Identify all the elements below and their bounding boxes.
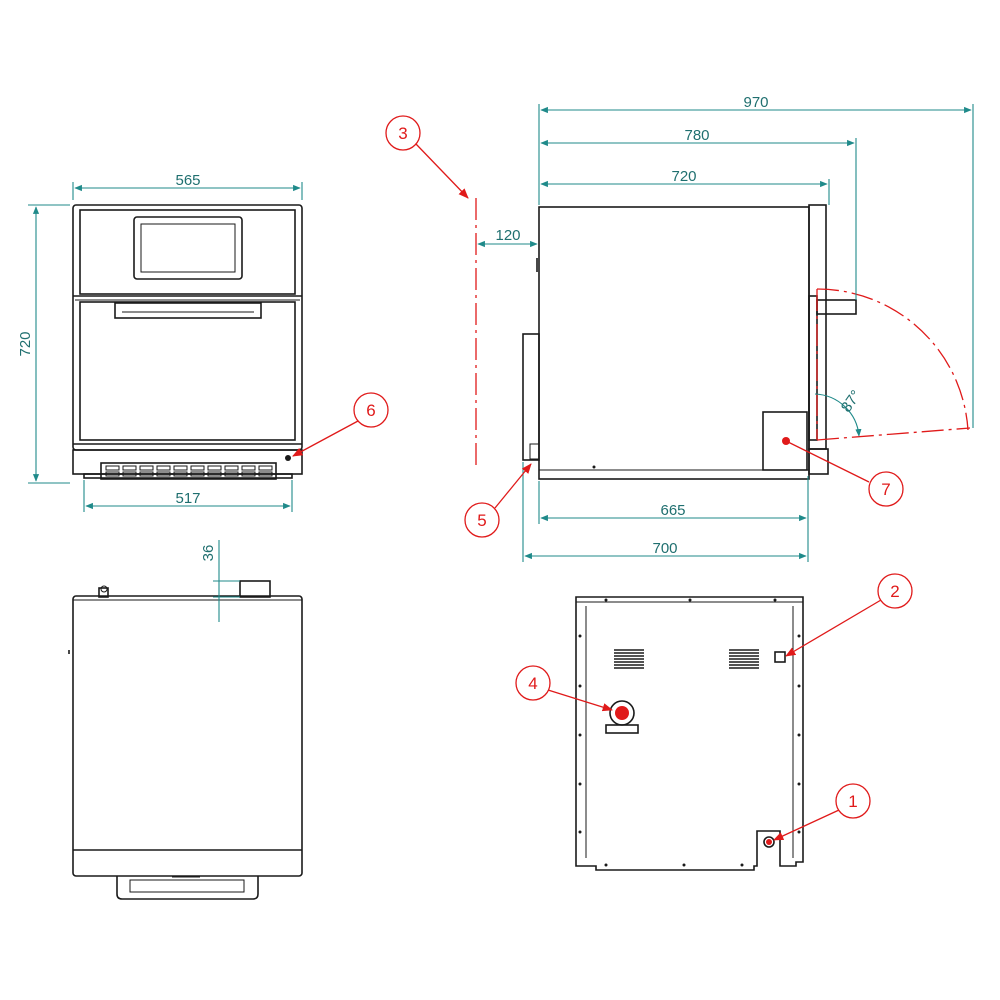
back-view [575, 596, 804, 871]
top-offset-label: 36 [200, 545, 217, 562]
side-720-label: 720 [671, 168, 696, 185]
front-height-label: 720 [17, 331, 34, 356]
front-base-dimension: 517 [83, 480, 293, 512]
callout-4: 4 [515, 665, 613, 712]
side-clearance-label: 120 [495, 227, 520, 244]
side-780-dimension: 780 [540, 127, 857, 300]
front-indicator-dot [285, 455, 291, 461]
svg-text:7: 7 [881, 480, 890, 499]
side-665-dimension: 665 [538, 476, 809, 562]
back-vent-left [614, 649, 644, 669]
side-700-dimension: 700 [522, 462, 807, 562]
callout-3: 3 [385, 115, 477, 470]
svg-text:3: 3 [398, 124, 407, 143]
door-swing: 87° [814, 288, 971, 441]
svg-text:5: 5 [477, 511, 486, 530]
touchscreen-display [133, 216, 243, 280]
front-width-dimension: 565 [72, 172, 303, 200]
side-clearance-dimension: 120 [477, 227, 538, 248]
callout-2: 2 [785, 573, 913, 657]
front-base-label: 517 [175, 490, 200, 507]
callout-1: 1 [773, 783, 871, 841]
front-air-vent [100, 462, 277, 480]
svg-text:2: 2 [890, 582, 899, 601]
top-door-handle [116, 876, 259, 900]
svg-text:6: 6 [366, 401, 375, 420]
side-780-label: 780 [684, 127, 709, 144]
side-total-label: 970 [743, 94, 768, 111]
front-width-label: 565 [175, 172, 200, 189]
callout-7: 7 [782, 437, 904, 507]
side-720-dimension: 720 [540, 168, 830, 205]
front-height-dimension: 720 [17, 204, 70, 484]
top-view [68, 580, 303, 900]
back-vent-right [729, 649, 759, 669]
callout-6: 6 [292, 392, 389, 457]
svg-text:1: 1 [848, 792, 857, 811]
side-view [522, 204, 857, 480]
side-665-label: 665 [660, 502, 685, 519]
side-total-dimension: 970 [538, 94, 974, 428]
svg-text:4: 4 [528, 674, 537, 693]
top-offset-dimension: 36 [200, 540, 240, 622]
callout-5: 5 [464, 463, 532, 538]
front-view [72, 204, 303, 480]
cable-gland [605, 700, 639, 734]
door-angle-label: 87° [838, 387, 865, 415]
door-handle [114, 302, 262, 319]
side-700-label: 700 [652, 540, 677, 557]
